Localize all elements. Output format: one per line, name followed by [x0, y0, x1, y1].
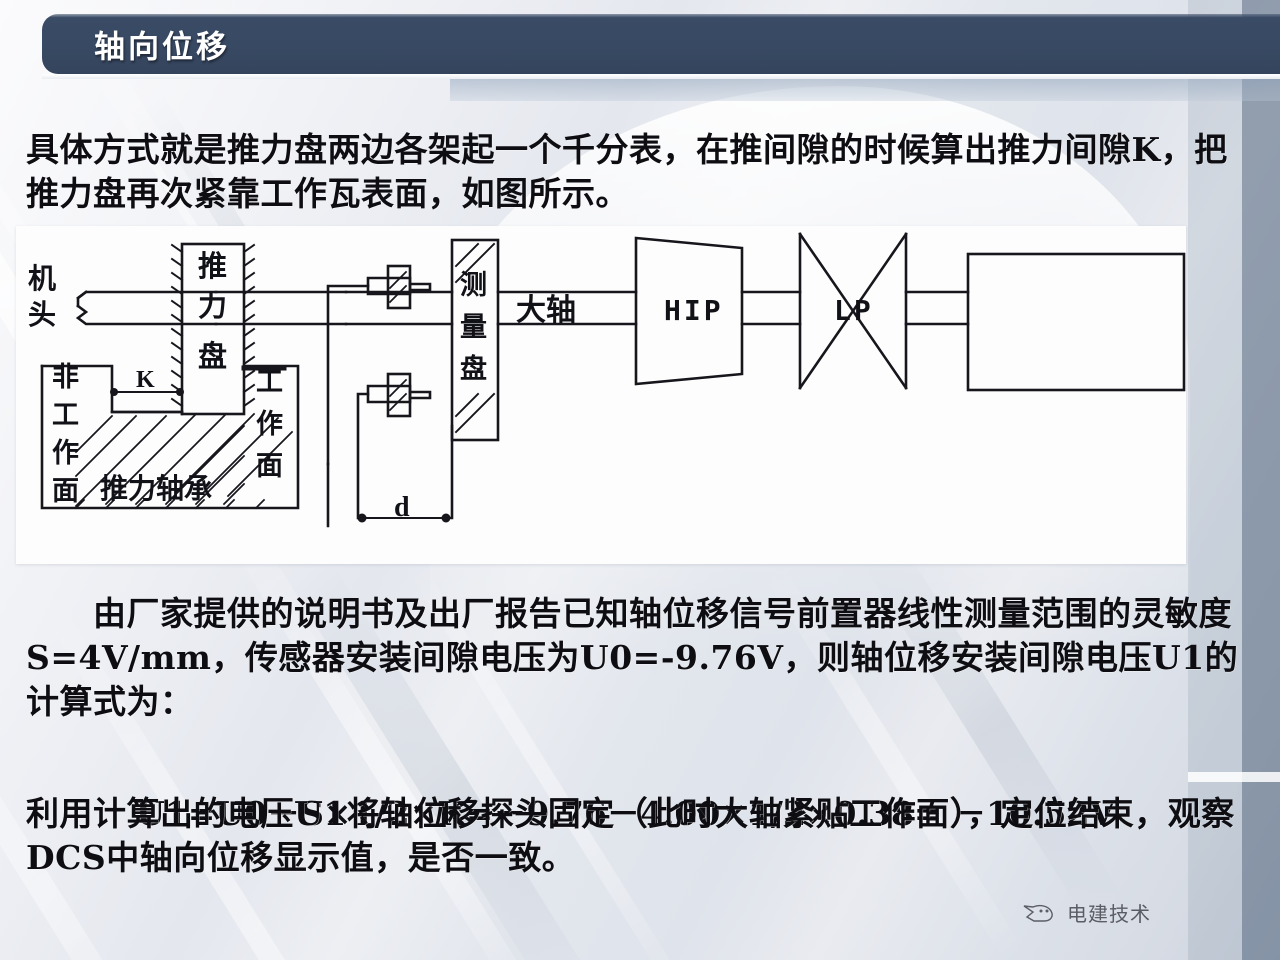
page-title: 轴向位移 — [94, 29, 230, 66]
label-measuring-disc: 量 — [460, 312, 487, 343]
label-thrust-bearing: 推力轴承 — [100, 472, 212, 505]
header-underline — [42, 74, 1280, 79]
label-thrust-disc: 盘 — [198, 339, 227, 373]
formula-text: U1=U0－S×1/2×K=－9.76－4.00×1/2×0.38= －10.5… — [135, 794, 1116, 833]
label-non-working-face: 工 — [52, 400, 79, 431]
slide-header-banner: 轴向位移 — [42, 14, 1280, 74]
label-working-face: 工 — [256, 367, 283, 398]
watermark: 电建技术 — [1020, 898, 1151, 927]
paragraph-middle: 由厂家提供的说明书及出厂报告已知轴位移信号前置器线性测量范围的灵敏度S=4V/m… — [26, 594, 1239, 721]
turbine-shaft-diagram: 机 头 推 力 盘 K 非 工 作 面 工 作 面 推力轴承 d 测 量 盘 大… — [28, 232, 1186, 528]
formula-line: U1=U0－S×1/2×K=－9.76－4.00×1/2×0.38= －10.5… — [26, 748, 1256, 880]
watermark-text: 电建技术 — [1067, 902, 1151, 926]
label-machine-head: 头 — [28, 298, 56, 331]
label-working-face: 作 — [256, 409, 283, 440]
label-measuring-disc: 盘 — [460, 353, 487, 385]
header-accent-band — [450, 79, 1280, 101]
diagram-panel: 机 头 推 力 盘 K 非 工 作 面 工 作 面 推力轴承 d 测 量 盘 大… — [16, 226, 1186, 564]
label-dim-d: d — [394, 492, 410, 523]
label-thrust-disc: 力 — [198, 289, 227, 323]
paragraph-bottom: 利用计算出的电压U1将轴位移探头固定（此时大轴紧贴工作面），定位结束，观察DCS… — [26, 794, 1235, 877]
label-measuring-disc: 测 — [460, 270, 487, 301]
label-gap-k: K — [136, 367, 155, 393]
label-thrust-disc: 推 — [198, 249, 227, 283]
label-hip-turbine: HIP — [664, 294, 724, 327]
label-non-working-face: 面 — [52, 476, 79, 507]
label-working-face: 面 — [256, 451, 283, 482]
label-lp-turbine: LP — [834, 294, 874, 327]
bird-logo-icon — [1023, 904, 1053, 922]
label-non-working-face: 作 — [52, 438, 79, 469]
label-machine-head: 机 — [28, 262, 56, 295]
paragraph-top: 具体方式就是推力盘两边各架起一个千分表，在推间隙的时候算出推力间隙K，把推力盘再… — [26, 130, 1228, 213]
background-streak — [224, 520, 547, 960]
label-non-working-face: 非 — [52, 362, 79, 393]
label-main-shaft: 大轴 — [516, 293, 576, 328]
